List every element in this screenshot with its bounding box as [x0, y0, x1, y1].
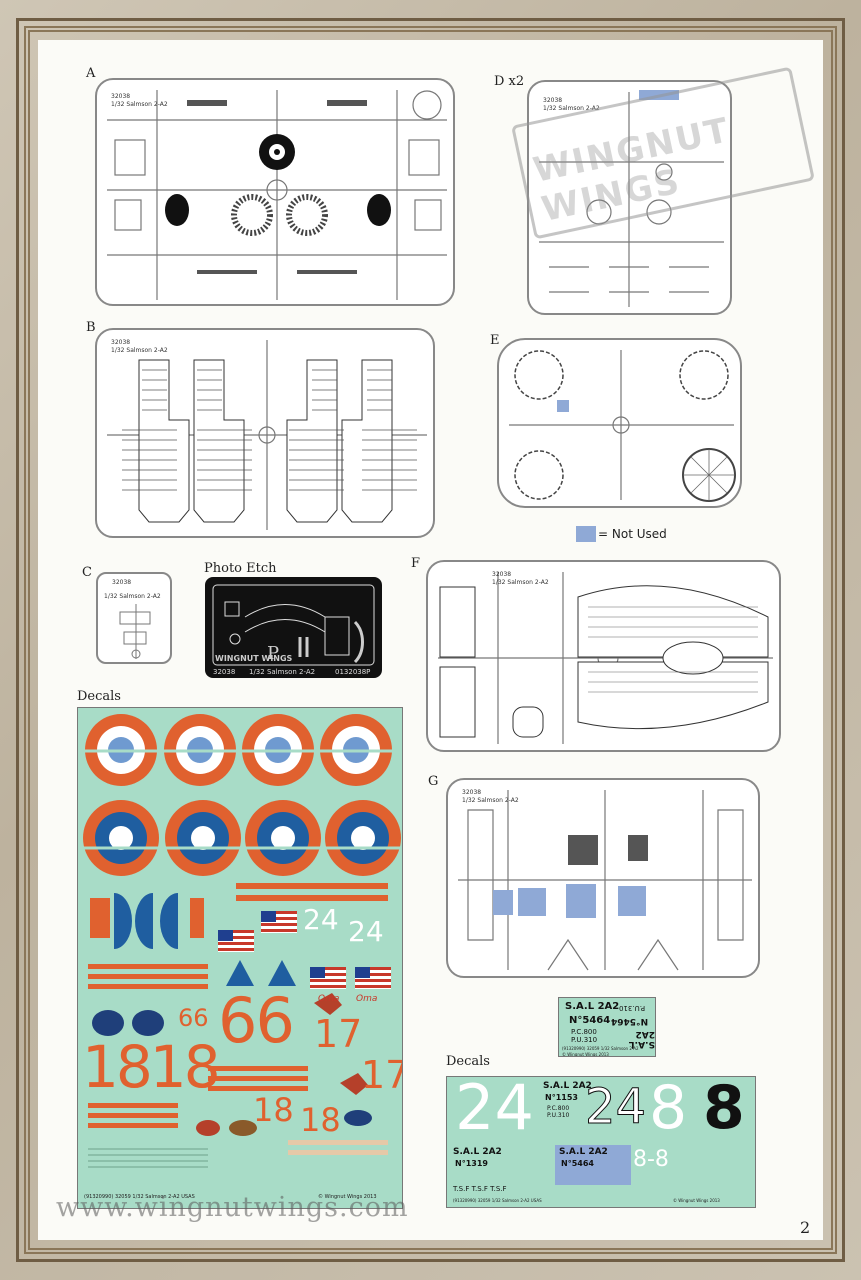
decal2-no-5464: N°5464 [561, 1159, 594, 1168]
decal1-pu-mirror: P.U.310 [619, 1004, 646, 1012]
decal-number-17-a: 17 [314, 1012, 363, 1056]
decal2-8-white: 8 [649, 1076, 688, 1143]
decal-oma-a: Oma [318, 994, 340, 1004]
decal2-sal-5464: S.A.L 2A2 [559, 1147, 608, 1157]
decal2-24-left: 24 [455, 1076, 534, 1144]
decals-label-small: Decals [446, 1054, 490, 1069]
sprue-d: 32038 1/32 Salmson 2-A2 [527, 80, 732, 315]
pe-code-right: 0132038P [335, 668, 370, 676]
decal2-sal-1153: S.A.L 2A2 [543, 1081, 592, 1091]
svg-text:32038: 32038 [111, 339, 130, 346]
sprue-b-parts: 32038 1/32 Salmson 2-A2 [107, 339, 427, 530]
decal-number-66-large: 66 [218, 984, 295, 1057]
photo-etch-label: Photo Etch [204, 561, 277, 576]
sprue-f-label: F [411, 556, 421, 571]
sprue-c-name: 1/32 Salmson 2-A2 [104, 593, 161, 600]
decal-main-artwork [78, 714, 402, 1168]
svg-text:32038: 32038 [543, 97, 562, 104]
svg-text:32038: 32038 [111, 93, 130, 100]
svg-text:1/32 Salmson 2-A2: 1/32 Salmson 2-A2 [543, 105, 600, 112]
page-border-inner [24, 26, 837, 1254]
sprue-c: 32038 1/32 Salmson 2-A2 [96, 572, 172, 664]
page-number: 2 [800, 1218, 811, 1237]
svg-text:1/32 Salmson 2-A2: 1/32 Salmson 2-A2 [462, 797, 519, 804]
decal-main-copyright: © Wingnut Wings 2013 [318, 1194, 377, 1200]
decal2-copyright: © Wingnut Wings 2013 [673, 1198, 720, 1203]
decal2-not-used-block [555, 1145, 631, 1185]
decal1-number: N°5464 [569, 1015, 611, 1026]
sprue-d-label: D x2 [494, 74, 525, 89]
not-used-legend: = Not Used [598, 527, 667, 541]
decal2-no-1153: N°1153 [545, 1093, 578, 1102]
decal2-24-right: 24 [584, 1079, 647, 1136]
decal2-8-black: 8 [703, 1076, 745, 1143]
svg-text:1/32 Salmson 2-A2: 1/32 Salmson 2-A2 [111, 347, 168, 354]
sprue-e-parts [509, 350, 736, 502]
decal-number-18-b: 18 [300, 1101, 341, 1139]
decal1-pu: P.U.310 [571, 1036, 598, 1044]
sprue-e-label: E [490, 333, 500, 348]
website-url: www.wingnutwings.com [56, 1192, 409, 1223]
sprue-f-parts: 32038 1/32 Salmson 2-A2 [438, 571, 773, 744]
decal-sheet-small-1: S.A.L 2A2 N°5464 P.C.800 P.U.310 P.U.310… [558, 997, 656, 1057]
decal-number-17-b: 17 [361, 1053, 402, 1097]
decal-sheet-small-2: 24 24 8 8 8-8 S.A.L 2A2 N°1153 P.C.800 P… [446, 1076, 756, 1208]
decal2-no-1319: N°1319 [455, 1159, 488, 1168]
sprue-c-parts: 32038 1/32 Salmson 2-A2 [104, 579, 161, 659]
sprue-f: 32038 1/32 Salmson 2-A2 [426, 560, 781, 752]
svg-text:1/32 Salmson 2-A2: 1/32 Salmson 2-A2 [492, 579, 549, 586]
decal1-number-mirror: N°5464 [611, 1016, 649, 1026]
sprue-d-parts: 32038 1/32 Salmson 2-A2 [539, 90, 724, 307]
decal1-copyright: © Wingnut Wings 2013 [562, 1052, 609, 1057]
sprue-b: 32038 1/32 Salmson 2-A2 [95, 328, 435, 538]
pe-logo: WINGNUT WINGS [215, 654, 293, 663]
sprue-g: 32038 1/32 Salmson 2-A2 [446, 778, 760, 978]
decal-sheet-main: 24 24 66 66 17 17 18 18 1818 Oma Oma (91… [77, 707, 403, 1209]
decals-label-main: Decals [77, 689, 121, 704]
sprue-c-code: 32038 [112, 579, 131, 586]
sprue-b-label: B [86, 320, 96, 335]
sprue-g-parts: 32038 1/32 Salmson 2-A2 [458, 789, 752, 971]
decal2-pc-1153: P.C.800 [547, 1105, 570, 1112]
decal-oma-b: Oma [356, 994, 378, 1004]
sprue-a-parts: 32038 1/32 Salmson 2-A2 [107, 90, 447, 300]
svg-text:32038: 32038 [492, 571, 511, 578]
sprue-a: 32038 1/32 Salmson 2-A2 [95, 78, 455, 306]
sprue-e [497, 338, 742, 508]
decal2-sal-1319: S.A.L 2A2 [453, 1147, 502, 1157]
decal2-8-small: 8-8 [633, 1147, 669, 1172]
sprue-c-label: C [82, 565, 92, 580]
decal-number-24-a: 24 [303, 903, 339, 936]
decal2-pu-1153: P.U.310 [547, 1112, 570, 1119]
svg-text:32038: 32038 [462, 789, 481, 796]
page-border-outer [16, 18, 845, 1262]
photo-etch-fret: WINGNUT WINGS P 32038 1/32 Salmson 2-A2 … [205, 577, 382, 678]
decal1-footer: (91320990) 32059 1/32 Salmson 2-A2 [562, 1046, 639, 1051]
decal2-footer: (91320990) 32059 1/32 Salmson 2-A2 USAS [453, 1198, 542, 1203]
svg-text:1/32 Salmson 2-A2: 1/32 Salmson 2-A2 [111, 101, 168, 108]
decal1-sal: S.A.L 2A2 [565, 1001, 620, 1012]
photo-etch-parts: WINGNUT WINGS P 32038 1/32 Salmson 2-A2 … [212, 584, 375, 676]
decal-number-66-small: 66 [178, 1004, 209, 1032]
decal-main-footer: (91320990) 32059 1/32 Salmson 2-A2 USAS [84, 1194, 195, 1200]
decal2-tsf: T.S.F T.S.F T.S.F [453, 1185, 507, 1193]
not-used-swatch [576, 526, 596, 542]
pe-code-left: 32038 [213, 668, 235, 676]
decal-number-24-b: 24 [348, 915, 384, 948]
decal-number-18-a: 18 [253, 1091, 294, 1129]
decal1-pc: P.C.800 [571, 1028, 597, 1036]
sprue-a-label: A [86, 66, 96, 81]
pe-name: 1/32 Salmson 2-A2 [249, 668, 315, 676]
sprue-g-label: G [428, 774, 439, 789]
pe-letter: P [267, 643, 279, 664]
decal-number-1818: 1818 [82, 1033, 221, 1101]
